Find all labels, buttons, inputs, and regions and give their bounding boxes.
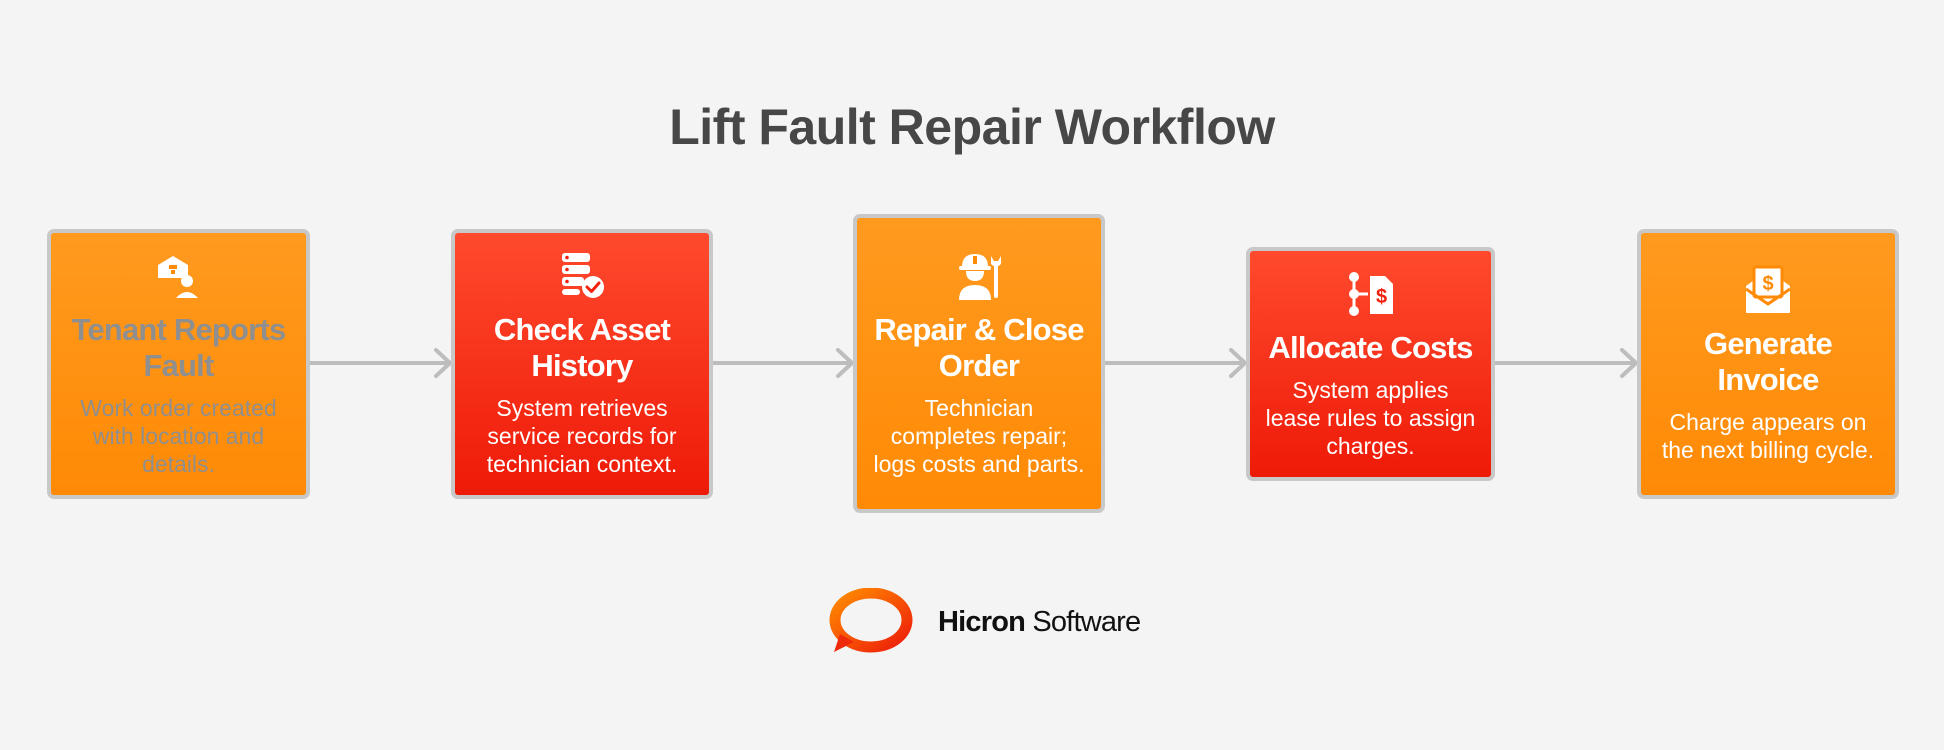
database-check-icon (562, 253, 604, 298)
step-description: System retrieves service records for tec… (486, 395, 678, 477)
step-title: Allocate Costs (1268, 330, 1473, 365)
step-description: Work order created with location and det… (80, 395, 277, 477)
step-title: Tenant Reports Fault (71, 312, 287, 383)
step-card-allocate-costs: $ Allocate Costs System applies lease ru… (1246, 247, 1495, 481)
speech-bubble-logo-icon (829, 588, 913, 653)
step-description: Technician completes repair; logs costs … (873, 394, 1085, 477)
arrow-2-to-3 (711, 348, 854, 378)
step-card-repair-close-order: Repair & Close Order Technician complete… (853, 214, 1105, 513)
logo-text: Hicron Software (938, 605, 1141, 639)
logo-brand-bold: Hicron (938, 605, 1026, 638)
step-description: System applies lease rules to assign cha… (1265, 377, 1476, 459)
step-card-check-asset-history: Check Asset History System retrieves ser… (451, 229, 713, 499)
step-card-tenant-reports-fault: Tenant Reports Fault Work order created … (47, 229, 310, 499)
arrow-1-to-2 (308, 348, 452, 378)
step-title: Check Asset History (493, 312, 671, 383)
svg-text:$: $ (1762, 273, 1773, 295)
step-title: Generate Invoice (1704, 326, 1833, 397)
logo-brand-regular: Software (1032, 605, 1141, 638)
step-title: Repair & Close Order (874, 311, 1084, 383)
step-card-generate-invoice: $ Generate Invoice Charge appears on the… (1637, 229, 1899, 499)
hicron-logo: Hicron Software (828, 588, 1141, 656)
step-description: Charge appears on the next billing cycle… (1661, 409, 1875, 463)
technician-wrench-icon (959, 253, 1001, 300)
invoice-envelope-icon: $ (1745, 265, 1791, 313)
svg-text:$: $ (1375, 286, 1386, 308)
cost-allocation-icon: $ (1348, 272, 1393, 316)
arrow-3-to-4 (1103, 348, 1247, 378)
tenant-report-icon (157, 256, 198, 298)
arrow-4-to-5 (1493, 348, 1638, 378)
diagram-title: Lift Fault Repair Workflow (669, 99, 1275, 155)
